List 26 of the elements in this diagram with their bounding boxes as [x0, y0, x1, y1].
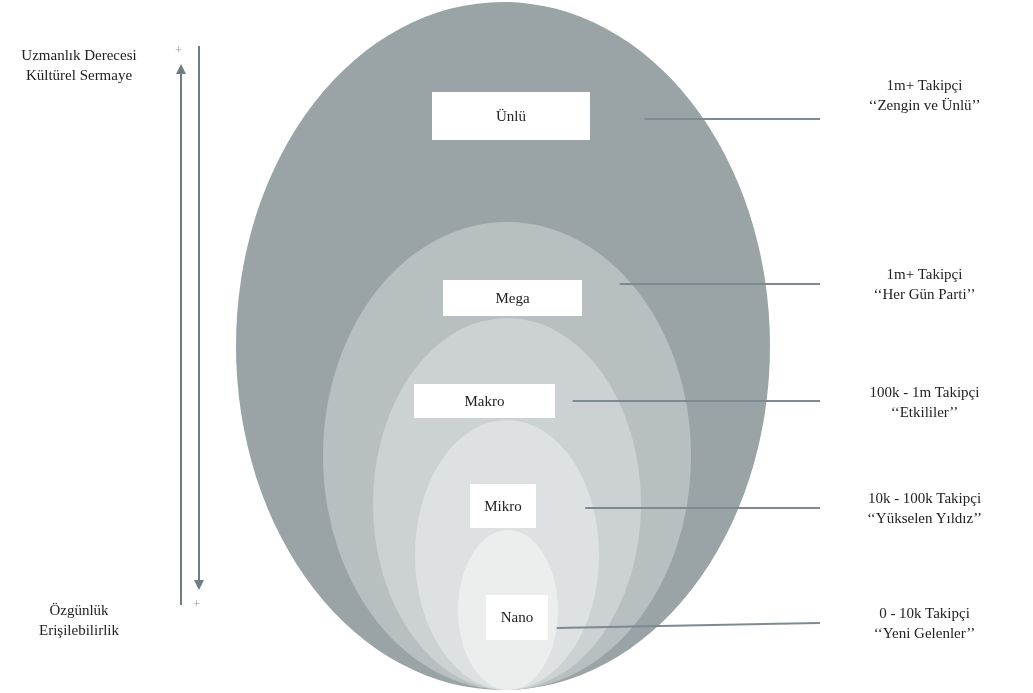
plus-sign: +	[175, 41, 183, 59]
plus-sign: +	[193, 595, 201, 613]
leader-line	[571, 400, 821, 402]
follower-count: 1m+ Takipçi	[885, 76, 964, 95]
tier-nickname: ‘‘Yeni Gelenler’’	[872, 624, 977, 643]
axis-label: Erişilebilirlik	[38, 621, 120, 640]
follower-count: 100k - 1m Takipçi	[868, 383, 981, 402]
leader-line	[618, 283, 821, 285]
follower-count: 10k - 100k Takipçi	[866, 489, 983, 508]
axis-label: Uzmanlık Derecesi	[20, 46, 138, 65]
leader-line	[584, 507, 821, 509]
follower-count: 1m+ Takipçi	[885, 265, 964, 284]
tier-nickname: ‘‘Etkililer’’	[889, 403, 960, 422]
axis-label: Özgünlük	[48, 601, 110, 620]
tier-nickname: ‘‘Yükselen Yıldız’’	[865, 509, 984, 528]
tier-label: Ünlü	[432, 92, 590, 140]
leader-line	[643, 118, 821, 120]
tier-nickname: ‘‘Zengin ve Ünlü’’	[867, 96, 982, 115]
tier-label: Mikro	[470, 484, 536, 528]
tier-label: Makro	[414, 384, 555, 418]
tier-label: Mega	[443, 280, 582, 316]
axis-label: Kültürel Sermaye	[24, 66, 134, 85]
leader-line	[555, 622, 821, 629]
tier-nickname: ‘‘Her Gün Parti’’	[872, 285, 977, 304]
tier-label: Nano	[486, 595, 548, 640]
follower-count: 0 - 10k Takipçi	[878, 604, 971, 623]
